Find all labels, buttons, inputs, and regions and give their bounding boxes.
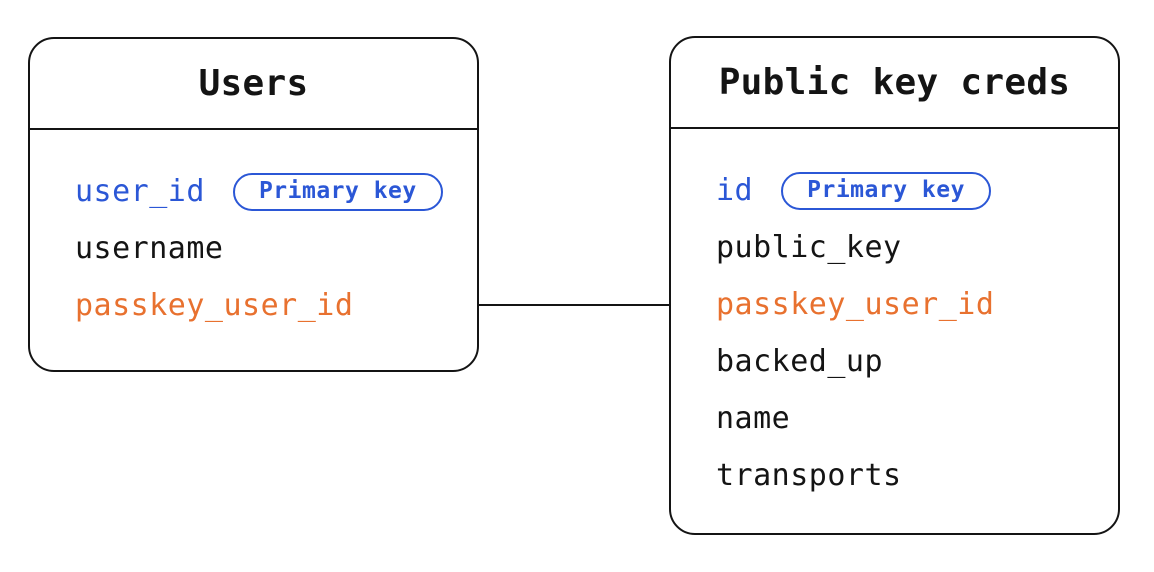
- primary-key-badge: Primary key: [781, 171, 991, 210]
- table-public-key-creds-header: Public key creds: [671, 38, 1118, 129]
- table-users-body: user_id Primary key username passkey_use…: [30, 130, 477, 334]
- field-row-transports: transports: [671, 447, 1118, 504]
- field-row-id: id Primary key: [671, 162, 1118, 219]
- field-row-passkey-user-id: passkey_user_id: [671, 276, 1118, 333]
- field-name: name: [716, 401, 791, 436]
- table-title: Public key creds: [718, 62, 1071, 103]
- table-users: Users user_id Primary key username passk…: [28, 37, 479, 372]
- field-name: user_id: [75, 174, 205, 209]
- table-users-header: Users: [30, 39, 477, 130]
- primary-key-badge: Primary key: [232, 172, 443, 211]
- field-name: username: [75, 231, 224, 266]
- field-name: id: [716, 173, 754, 208]
- field-name: public_key: [716, 230, 902, 265]
- field-row-public-key: public_key: [671, 219, 1118, 276]
- field-row-username: username: [30, 220, 477, 277]
- field-name: backed_up: [716, 344, 884, 379]
- table-public-key-creds: Public key creds id Primary key public_k…: [669, 36, 1120, 535]
- relationship-line: [479, 304, 669, 306]
- table-public-key-creds-body: id Primary key public_key passkey_user_i…: [671, 129, 1118, 504]
- field-name: passkey_user_id: [716, 287, 995, 322]
- field-name: transports: [716, 458, 902, 493]
- field-row-passkey-user-id: passkey_user_id: [30, 277, 477, 334]
- field-row-name: name: [671, 390, 1118, 447]
- field-row-backed-up: backed_up: [671, 333, 1118, 390]
- field-name: passkey_user_id: [75, 288, 354, 323]
- field-row-user-id: user_id Primary key: [30, 163, 477, 220]
- table-title: Users: [198, 63, 309, 104]
